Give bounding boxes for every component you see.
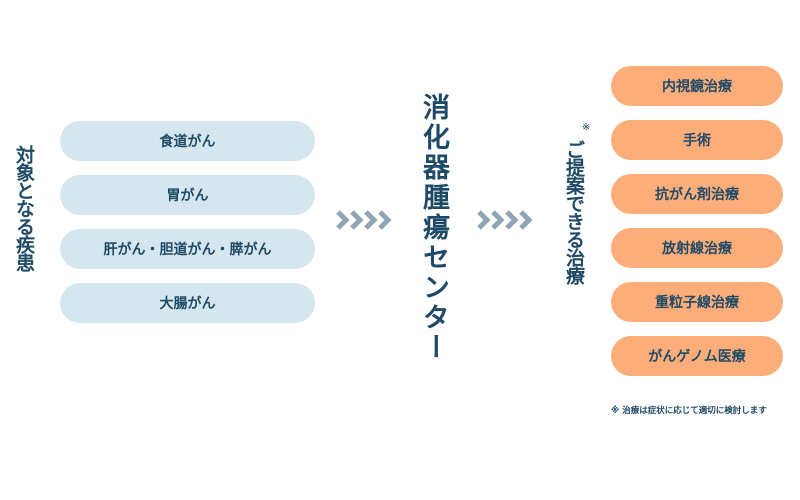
- treatment-item: 手術: [611, 120, 783, 160]
- treatment-item: 放射線治療: [611, 228, 783, 268]
- disease-item: 食道がん: [60, 121, 315, 161]
- center-title: 消化器腫瘍センター: [418, 93, 449, 363]
- treatment-item: 内視鏡治療: [611, 66, 783, 106]
- disease-item: 胃がん: [60, 175, 315, 215]
- chevron-arrows-icon: [336, 209, 398, 231]
- note-mark: ※: [582, 122, 591, 133]
- proposed-treatments-title: ご提案できる治療: [563, 140, 585, 284]
- disease-item: 大腸がん: [60, 283, 315, 323]
- footnote: ※ 治療は症状に応じて適切に検討します: [611, 406, 767, 416]
- treatment-item: がんゲノム医療: [611, 336, 783, 376]
- target-diseases-title: 対象となる疾患: [13, 145, 35, 271]
- treatment-item: 抗がん剤治療: [611, 174, 783, 214]
- treatment-item: 重粒子線治療: [611, 282, 783, 322]
- chevron-arrows-icon: [477, 209, 539, 231]
- disease-item: 肝がん・胆道がん・膵がん: [60, 229, 315, 269]
